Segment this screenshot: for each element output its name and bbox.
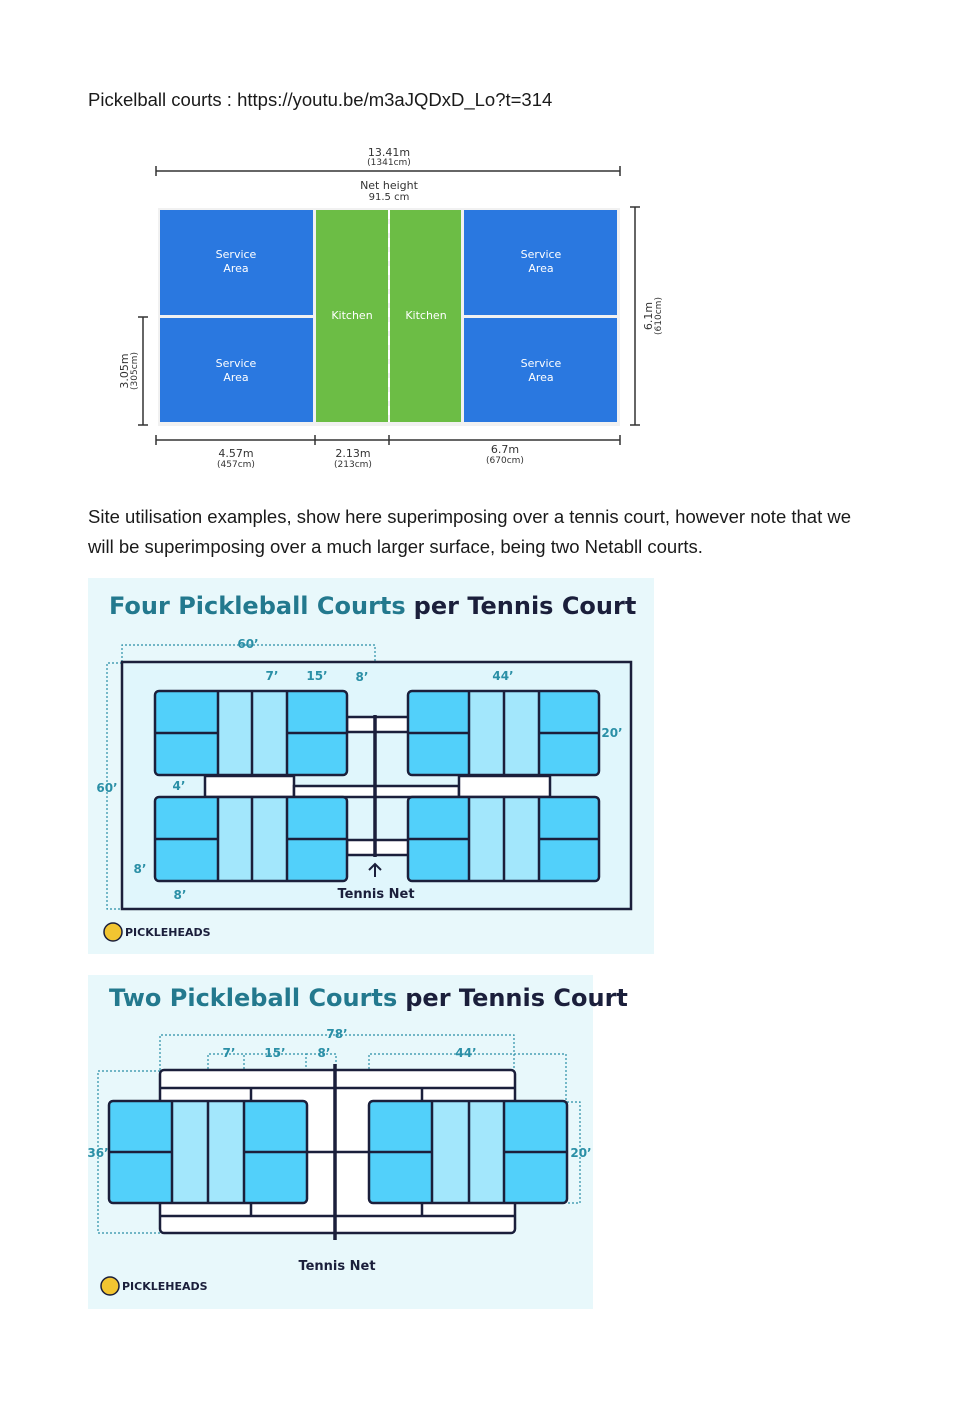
svg-text:6.7m: 6.7m xyxy=(491,443,519,456)
service-area-br xyxy=(464,318,617,422)
pickleball-court xyxy=(406,795,601,883)
svg-text:Service: Service xyxy=(521,248,562,261)
svg-text:8’: 8’ xyxy=(356,670,369,684)
service-area-bl xyxy=(160,318,313,422)
pickleball-court xyxy=(153,689,349,777)
svg-text:36’: 36’ xyxy=(87,1146,108,1160)
pickleball-court xyxy=(153,795,349,883)
court-outline xyxy=(367,1099,569,1205)
net-height-value: 91.5 cm xyxy=(369,192,410,203)
svg-text:6.1m: 6.1m xyxy=(642,302,655,330)
pickleball-court xyxy=(406,689,601,777)
kitchen-label-right: Kitchen xyxy=(405,309,446,322)
svg-text:15’: 15’ xyxy=(264,1046,285,1060)
court-dimension-diagram: 13.41m (1341cm) Net height 91.5 cm Servi… xyxy=(118,146,664,470)
kitchen-left xyxy=(316,210,388,422)
pickleball-court xyxy=(367,1099,569,1205)
svg-text:7’: 7’ xyxy=(223,1046,236,1060)
svg-text:78’: 78’ xyxy=(326,1027,347,1041)
net-height-label: Net height xyxy=(360,179,419,192)
svg-text:7’: 7’ xyxy=(266,669,279,683)
svg-text:8’: 8’ xyxy=(174,888,187,902)
svg-text:(457cm): (457cm) xyxy=(217,460,255,470)
svg-text:20’: 20’ xyxy=(570,1146,591,1160)
kitchen-label-left: Kitchen xyxy=(331,309,372,322)
intro-label: Pickelball courts : xyxy=(88,89,232,110)
svg-text:Tennis Net: Tennis Net xyxy=(298,1259,375,1274)
video-link[interactable]: https://youtu.be/m3aJQDxD_Lo?t=314 xyxy=(237,89,553,110)
svg-text:(670cm): (670cm) xyxy=(486,456,524,466)
service-area-tr xyxy=(464,210,617,315)
svg-text:15’: 15’ xyxy=(306,669,327,683)
total-length: 13.41m xyxy=(368,146,410,159)
svg-text:44’: 44’ xyxy=(455,1046,476,1060)
court-outline xyxy=(153,795,349,883)
svg-text:Tennis Net: Tennis Net xyxy=(337,887,414,902)
svg-text:Area: Area xyxy=(528,371,553,384)
svg-text:(305cm): (305cm) xyxy=(130,352,140,390)
svg-text:8’: 8’ xyxy=(134,862,147,876)
site-utilisation-paragraph: Site utilisation examples, show here sup… xyxy=(88,506,852,557)
svg-text:44’: 44’ xyxy=(492,669,513,683)
svg-text:(610cm): (610cm) xyxy=(654,297,664,335)
svg-text:8’: 8’ xyxy=(318,1046,331,1060)
svg-text:Area: Area xyxy=(528,262,553,275)
pickleheads-logo: PICKLEHEADS xyxy=(122,1280,208,1293)
arrow-up-icon xyxy=(368,862,382,877)
total-length-cm: (1341cm) xyxy=(367,158,411,168)
service-area-tl xyxy=(160,210,313,315)
pickleball-court xyxy=(107,1099,309,1205)
svg-text:Service: Service xyxy=(521,357,562,370)
svg-text:2.13m: 2.13m xyxy=(335,447,370,460)
pickleheads-logo: PICKLEHEADS xyxy=(125,926,211,939)
svg-text:Service: Service xyxy=(216,248,257,261)
svg-text:60’: 60’ xyxy=(96,781,117,795)
kitchen-right xyxy=(390,210,461,422)
svg-text:Area: Area xyxy=(223,262,248,275)
svg-text:20’: 20’ xyxy=(601,726,622,740)
svg-text:4.57m: 4.57m xyxy=(218,447,253,460)
pickleheads-logo-icon xyxy=(103,922,123,942)
svg-text:3.05m: 3.05m xyxy=(118,353,131,388)
svg-text:(213cm): (213cm) xyxy=(334,460,372,470)
court-outline xyxy=(107,1099,309,1205)
svg-text:60’: 60’ xyxy=(237,637,258,651)
court-outline xyxy=(406,689,601,777)
svg-text:4’: 4’ xyxy=(173,779,186,793)
svg-text:Service: Service xyxy=(216,357,257,370)
intro-line: Pickelball courts : https://youtu.be/m3a… xyxy=(88,85,552,115)
pickleheads-logo-icon xyxy=(100,1276,120,1296)
court-outline xyxy=(406,795,601,883)
svg-text:Area: Area xyxy=(223,371,248,384)
court-outline xyxy=(153,689,349,777)
